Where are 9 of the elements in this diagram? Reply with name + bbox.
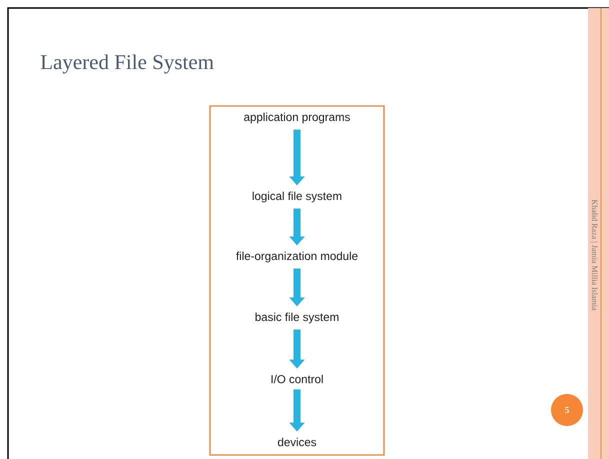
layer-label: logical file system <box>252 192 342 202</box>
layer-label: file-organization module <box>236 252 358 262</box>
slide-title: Layered File System <box>40 54 214 74</box>
layer-label: application programs <box>244 112 350 124</box>
page-number-badge: 5 <box>551 394 583 426</box>
layer-label: basic file system <box>256 312 338 324</box>
layer-label: devices <box>278 438 316 446</box>
layer-label: I/O control <box>272 374 323 384</box>
author-note: Khalid Raza | Jamia Millia Islamia <box>590 200 598 310</box>
